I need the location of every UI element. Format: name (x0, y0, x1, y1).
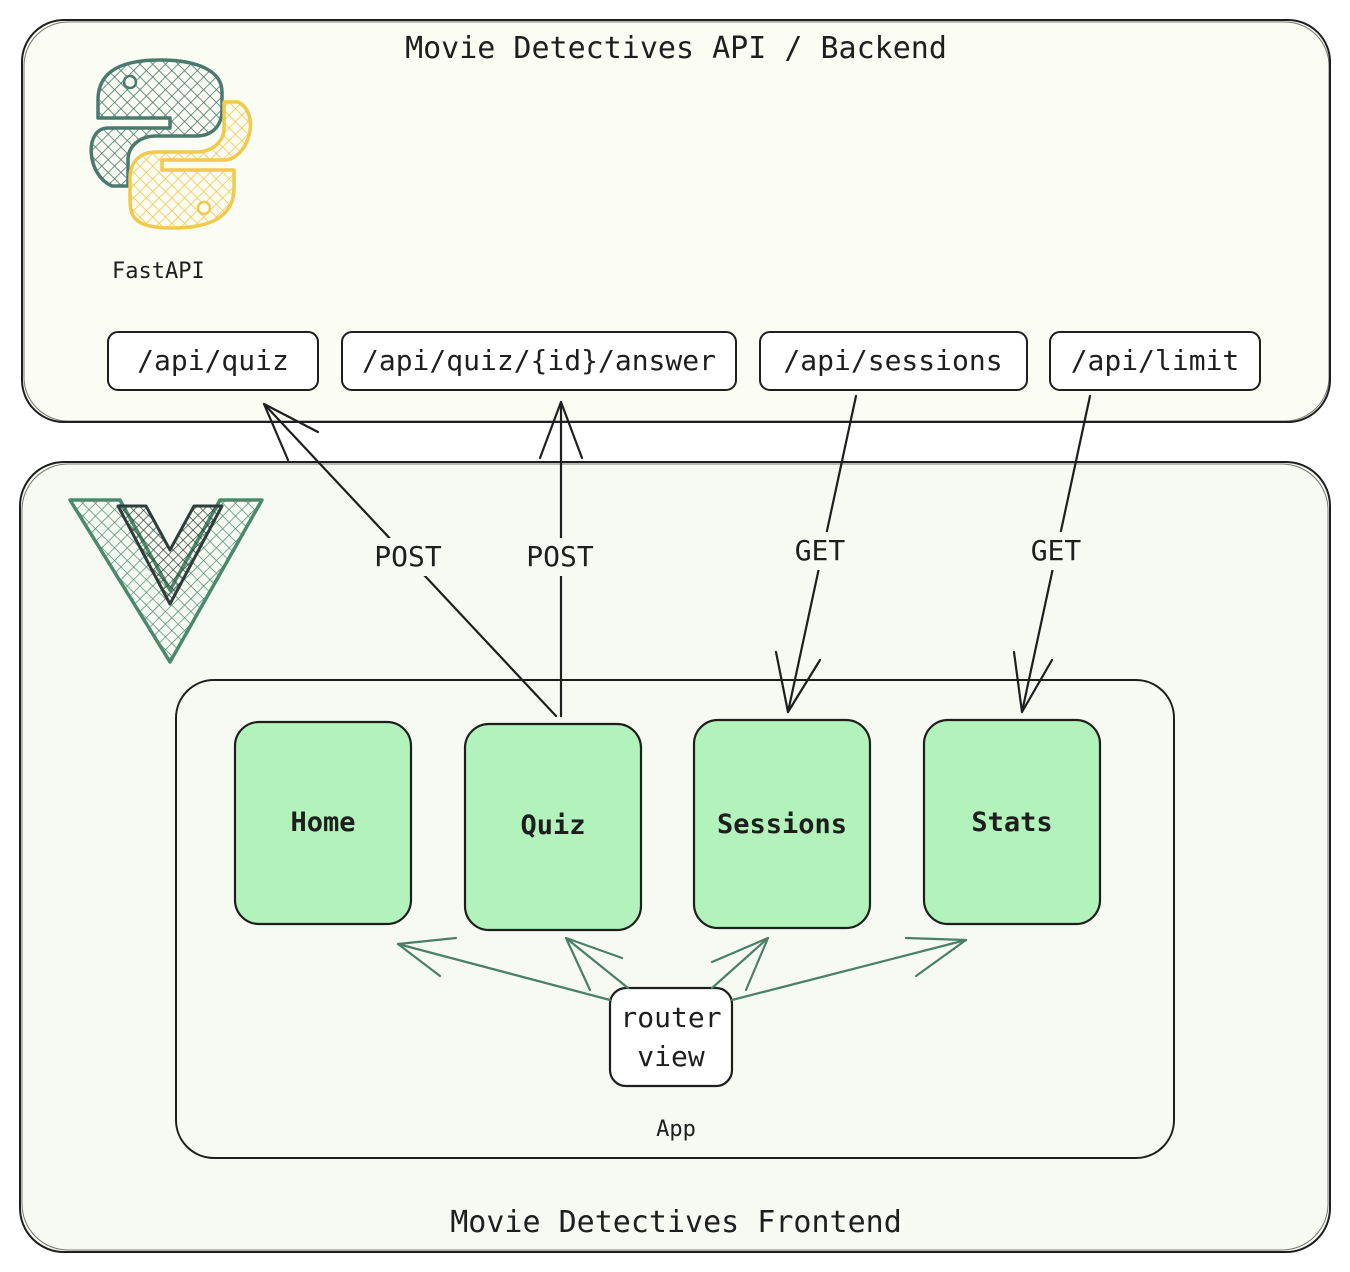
endpoint-label: /api/limit (1071, 344, 1240, 377)
endpoint-limit: /api/limit (1049, 331, 1261, 391)
endpoint-label: /api/quiz/{id}/answer (362, 344, 716, 377)
app-label: App (656, 1117, 696, 1142)
router-label-line1: router (620, 1001, 721, 1034)
backend-container (21, 19, 1331, 423)
view-quiz: Quiz (463, 722, 643, 932)
endpoint-quiz-answer: /api/quiz/{id}/answer (341, 331, 737, 391)
method-text: POST (374, 540, 442, 573)
method-text: GET (795, 534, 846, 567)
vue-logo-icon (68, 498, 264, 664)
frontend-container (19, 461, 1331, 1253)
endpoint-quiz: /api/quiz (107, 331, 319, 391)
view-label: Home (290, 807, 355, 838)
view-label: Stats (971, 807, 1052, 838)
view-label: Sessions (717, 809, 847, 840)
router-label-line2: view (637, 1040, 705, 1073)
method-label-post-answer: POST (512, 538, 608, 576)
python-logo-icon (89, 58, 253, 230)
framework-label: FastAPI (112, 259, 205, 284)
view-label: Quiz (520, 810, 585, 841)
router-arrows (396, 936, 968, 1002)
endpoint-sessions: /api/sessions (759, 331, 1028, 391)
view-stats: Stats (922, 718, 1102, 926)
method-label-get-limit: GET (1016, 532, 1096, 570)
frontend-title: Movie Detectives Frontend (450, 1205, 902, 1240)
method-label-get-sessions: GET (780, 532, 860, 570)
router-view: router view (608, 986, 734, 1088)
endpoint-label: /api/quiz (137, 344, 289, 377)
method-label-post-quiz: POST (360, 538, 456, 576)
arrow-router-to-stats (730, 936, 968, 1002)
arrow-router-to-sessions (710, 936, 770, 992)
arrow-router-to-quiz (564, 936, 630, 992)
arrow-router-to-home (396, 936, 612, 1002)
backend-title: Movie Detectives API / Backend (405, 31, 947, 66)
method-text: POST (526, 540, 594, 573)
endpoint-label: /api/sessions (783, 344, 1002, 377)
view-sessions: Sessions (692, 718, 872, 930)
method-text: GET (1031, 534, 1082, 567)
app-container (175, 679, 1175, 1159)
view-home: Home (233, 720, 413, 926)
